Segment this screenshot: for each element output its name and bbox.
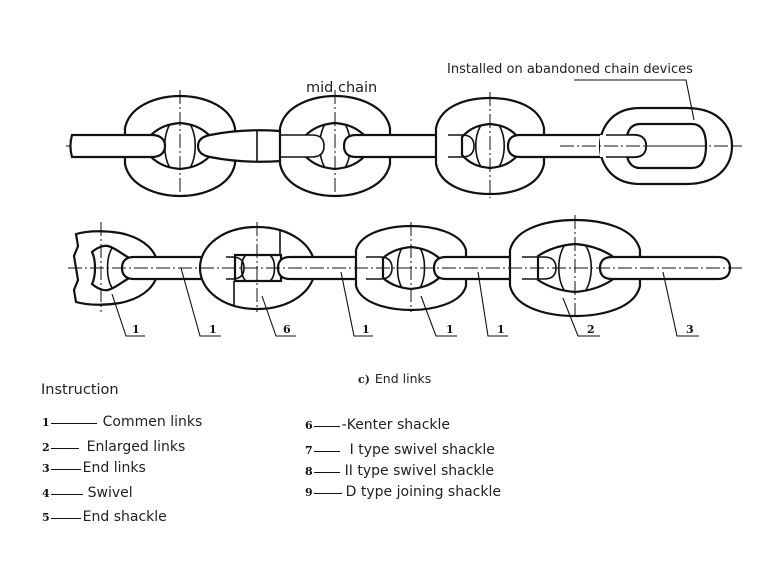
abandoned-leader-line <box>574 79 695 121</box>
legend-dash <box>313 425 340 427</box>
legend-number: 2 <box>42 440 50 454</box>
legend-dash <box>50 493 83 495</box>
top-left-stub <box>69 133 167 159</box>
legend-item: 2 Enlarged links <box>42 439 185 455</box>
legend-number: 6 <box>305 418 313 432</box>
top-chain <box>66 79 742 200</box>
legend-label: Enlarged links <box>86 439 186 455</box>
legend-item: 3 End links <box>42 460 146 476</box>
legend-dash <box>313 492 342 494</box>
legend-label: End shackle <box>82 509 167 525</box>
callout-number: 1 <box>497 323 505 336</box>
legend-label: Commen links <box>102 414 203 430</box>
legend-label: Swivel <box>87 485 133 501</box>
legend-dash <box>313 450 340 452</box>
legend-dash <box>50 517 81 519</box>
abandoned-devices-label: Installed on abandoned chain devices <box>447 62 693 77</box>
legend-label: D type joining shackle <box>345 484 501 500</box>
legend-dash <box>313 471 340 473</box>
legend-item: 9 D type joining shackle <box>305 484 501 500</box>
legend-item: 6 -Kenter shackle <box>305 417 450 433</box>
legend-dash <box>50 468 81 470</box>
legend-title: Instruction <box>41 382 119 398</box>
callout-number: 1 <box>209 323 217 336</box>
figure-caption: c) End links <box>358 371 431 386</box>
legend-label: End links <box>82 460 146 476</box>
callout-leader <box>562 297 600 337</box>
legend-number: 9 <box>305 485 313 499</box>
legend-item: 7 I type swivel shackle <box>305 442 495 458</box>
legend-number: 8 <box>305 464 313 478</box>
caption-marker: c) <box>358 373 370 386</box>
callout-number: 1 <box>446 323 454 336</box>
legend-number: 5 <box>42 510 50 524</box>
bottom-chain <box>68 215 742 337</box>
callout-number: 3 <box>686 323 694 336</box>
callout-number: 1 <box>132 323 140 336</box>
callout-leader <box>340 271 373 337</box>
callout-leader <box>261 295 296 337</box>
legend-label: -Kenter shackle <box>341 417 451 433</box>
callout-number: 6 <box>283 323 291 336</box>
callout-leader <box>477 271 508 337</box>
legend-number: 1 <box>42 415 50 429</box>
callout-leader <box>662 271 699 337</box>
legend-dash <box>50 447 79 449</box>
legend-item: 8 II type swivel shackle <box>305 463 494 479</box>
callout-number: 2 <box>587 323 595 336</box>
caption-text: End links <box>374 371 432 386</box>
mid-chain-label: mid chain <box>306 80 378 96</box>
legend-number: 4 <box>42 486 50 500</box>
legend-label: II type swivel shackle <box>344 463 495 479</box>
callout-leader <box>420 295 457 337</box>
legend-item: 4 Swivel <box>42 485 133 501</box>
legend-number: 3 <box>42 461 50 475</box>
callout-number: 1 <box>362 323 370 336</box>
legend-item: 1 Commen links <box>42 414 202 430</box>
legend-item: 5 End shackle <box>42 509 167 525</box>
legend-number: 7 <box>305 443 313 457</box>
legend-label: I type swivel shackle <box>349 442 495 458</box>
callout-leader <box>180 267 221 337</box>
callout-leader <box>111 293 145 337</box>
legend-dash <box>50 422 97 424</box>
